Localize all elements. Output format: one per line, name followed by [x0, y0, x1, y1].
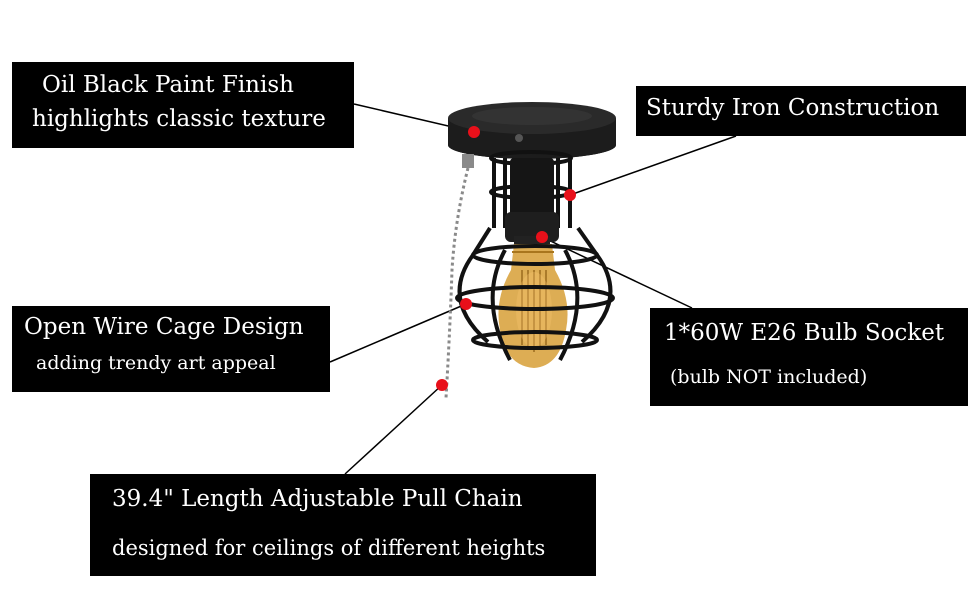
callout-bulb-socket: 1*60W E26 Bulb Socket (bulb NOT included…: [650, 308, 968, 406]
callout-pull-chain-subtitle: designed for ceilings of different heigh…: [112, 536, 546, 560]
callout-iron-construction-title: Sturdy Iron Construction: [646, 95, 940, 121]
callout-paint-finish-title: Oil Black Paint Finish: [42, 72, 294, 98]
callout-wire-cage-title: Open Wire Cage Design: [24, 314, 304, 340]
marker-cage: [460, 298, 472, 310]
callout-iron-construction: Sturdy Iron Construction: [636, 86, 966, 136]
callout-wire-cage-subtitle: adding trendy art appeal: [36, 352, 276, 374]
marker-chain: [436, 379, 448, 391]
pull-chain: [444, 154, 474, 399]
marker-finish: [468, 126, 480, 138]
leader-line-construction: [569, 135, 737, 196]
marker-construction: [564, 189, 576, 201]
bulb-socket: [505, 158, 559, 244]
canopy: [448, 102, 616, 159]
feature-markers: [436, 126, 576, 391]
callout-pull-chain: 39.4" Length Adjustable Pull Chain desig…: [90, 474, 596, 576]
pull-chain-switch: [462, 154, 474, 168]
leader-line-chain: [344, 384, 443, 475]
leader-line-cage: [329, 303, 467, 363]
callout-paint-finish: Oil Black Paint Finish highlights classi…: [12, 62, 354, 148]
callout-bulb-socket-title: 1*60W E26 Bulb Socket: [664, 320, 945, 346]
callout-bulb-socket-note: (bulb NOT included): [670, 366, 868, 388]
callout-wire-cage: Open Wire Cage Design adding trendy art …: [12, 306, 330, 392]
callout-paint-finish-subtitle: highlights classic texture: [32, 106, 326, 132]
callout-pull-chain-title: 39.4" Length Adjustable Pull Chain: [112, 486, 523, 512]
marker-socket: [536, 231, 548, 243]
